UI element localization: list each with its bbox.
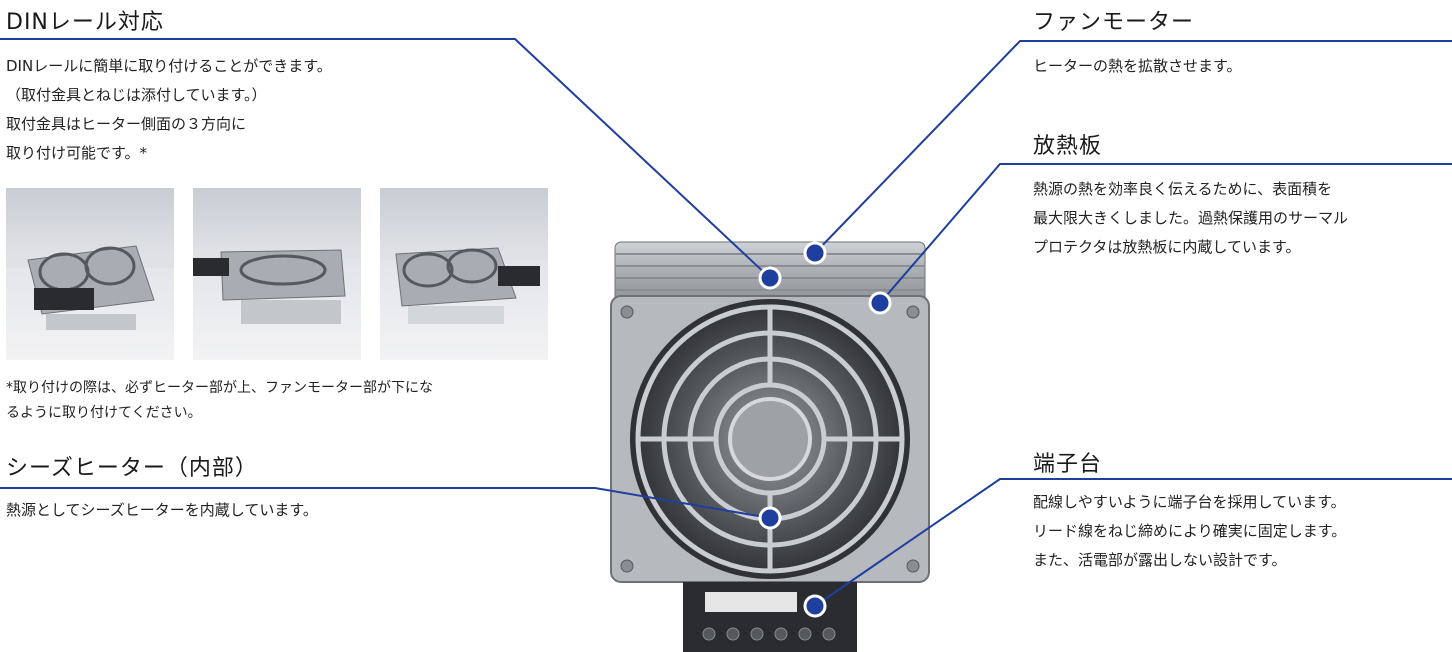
terminal-marker-dot	[803, 594, 827, 618]
heatsink-line: 熱源の熱を効率良く伝えるために、表面積を	[1033, 180, 1333, 198]
din-line: 取り付け可能です。*	[6, 144, 148, 162]
sheath-text: 熱源としてシーズヒーターを内蔵しています。	[6, 501, 318, 519]
mounting-note: *取り付けの際は、必ずヒーター部が上、ファンモーター部が下にな るように取り付け…	[6, 376, 433, 426]
din-line: 取付金具はヒーター側面の３方向に	[6, 115, 247, 133]
mounting-photo-1	[6, 188, 174, 360]
fan-marker-dot	[803, 241, 827, 265]
din-description: DINレールに簡単に取り付けることができます。 （取付金具とねじは添付しています…	[6, 52, 332, 168]
fan-heading: ファンモーター	[1033, 10, 1195, 35]
heatsink-leader-line	[879, 163, 1452, 304]
din-marker-dot	[758, 266, 782, 290]
din-line: （取付金具とねじは添付しています。）	[6, 86, 267, 104]
heatsink-description: 熱源の熱を効率良く伝えるために、表面積を 最大限大きくしました。過熱保護用のサー…	[1033, 175, 1348, 262]
sheath-marker-dot	[758, 506, 782, 530]
fan-text: ヒーターの熱を拡散させます。	[1033, 57, 1242, 75]
heatsink-line: プロテクタは放熱板に内蔵しています。	[1033, 238, 1301, 256]
mounting-photo-3	[380, 188, 548, 360]
heatsink-heading: 放熱板	[1033, 134, 1103, 159]
terminal-line: リード線をねじ締めにより確実に固定します。	[1033, 522, 1347, 540]
din-leader-line	[0, 38, 771, 279]
note-line: るように取り付けてください。	[6, 405, 202, 421]
heatsink-line: 最大限大きくしました。過熱保護用のサーマル	[1033, 209, 1349, 227]
terminal-heading: 端子台	[1033, 452, 1103, 477]
terminal-line: また、活電部が露出しない設計です。	[1033, 551, 1287, 569]
din-heading: DINレール対応	[6, 10, 164, 35]
fan-leader-line	[814, 40, 1452, 254]
sheath-leader-line	[0, 487, 771, 519]
note-line: *取り付けの際は、必ずヒーター部が上、ファンモーター部が下にな	[6, 380, 433, 396]
din-line: DINレールに簡単に取り付けることができます。	[6, 57, 332, 75]
heatsink-marker-dot	[868, 291, 892, 315]
mounting-photo-2	[193, 188, 361, 360]
terminal-description: 配線しやすいように端子台を採用しています。 リード線をねじ締めにより確実に固定し…	[1033, 488, 1346, 575]
sheath-heading: シーズヒーター（内部）	[6, 456, 258, 481]
terminal-line: 配線しやすいように端子台を採用しています。	[1033, 493, 1346, 511]
terminal-leader-line	[814, 478, 1452, 607]
